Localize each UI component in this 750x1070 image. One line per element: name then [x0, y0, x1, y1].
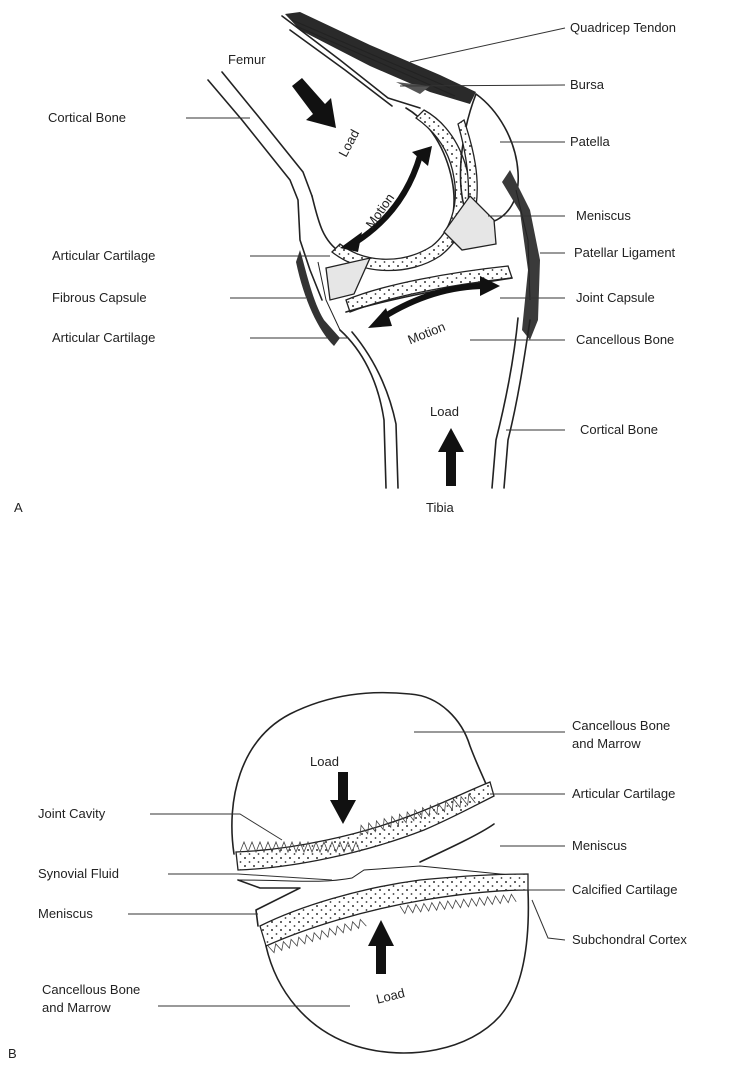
label-meniscus-b-left: Meniscus — [38, 906, 93, 921]
label-subchondral-cortex: Subchondral Cortex — [572, 932, 687, 947]
upper-articular-cartilage — [236, 782, 494, 870]
load-arrow-lower — [368, 920, 394, 974]
patellar-ligament-shape — [502, 170, 540, 340]
label-synovial-fluid: Synovial Fluid — [38, 866, 119, 881]
label-load-tibia: Load — [430, 404, 459, 419]
meniscus-right-shape — [420, 824, 494, 862]
label-patella: Patella — [570, 134, 611, 149]
label-fibrous-capsule: Fibrous Capsule — [52, 290, 147, 305]
label-meniscus-b-right: Meniscus — [572, 838, 627, 853]
label-cancellous-b-top-2: and Marrow — [572, 736, 641, 751]
label-tibia: Tibia — [426, 500, 454, 515]
label-cancellous-b-bottom-2: and Marrow — [42, 1000, 111, 1015]
label-joint-cavity: Joint Cavity — [38, 806, 106, 821]
label-articular-cartilage-b: Articular Cartilage — [572, 786, 675, 801]
label-femur: Femur — [228, 52, 266, 67]
label-cancellous-b-bottom-1: Cancellous Bone — [42, 982, 140, 997]
label-articular-cartilage-lower: Articular Cartilage — [52, 330, 155, 345]
label-cancellous-b-top-1: Cancellous Bone — [572, 718, 670, 733]
label-cortical-bone-left: Cortical Bone — [48, 110, 126, 125]
load-arrow-femur — [292, 78, 336, 128]
label-patellar-ligament: Patellar Ligament — [574, 245, 676, 260]
load-arrow-upper — [330, 772, 356, 824]
label-cancellous-bone-a: Cancellous Bone — [576, 332, 674, 347]
label-joint-capsule: Joint Capsule — [576, 290, 655, 305]
label-quadricep-tendon: Quadricep Tendon — [570, 20, 676, 35]
tibia-outline — [340, 278, 530, 488]
panel-a-letter: A — [14, 500, 23, 515]
label-meniscus-a: Meniscus — [576, 208, 631, 223]
load-arrow-tibia — [438, 428, 464, 486]
panel-b: Load Load Cancellous Bone and Marrow Art… — [8, 693, 687, 1061]
label-bursa: Bursa — [570, 77, 605, 92]
label-load-b-bottom: Load — [375, 985, 407, 1007]
label-calcified-cartilage: Calcified Cartilage — [572, 882, 678, 897]
upper-bone-outline — [232, 693, 486, 854]
label-cortical-bone-right: Cortical Bone — [580, 422, 658, 437]
panel-b-letter: B — [8, 1046, 17, 1061]
panel-a: Femur Load Motion Motion Load Tibia A Qu… — [14, 12, 676, 515]
label-load-femur: Load — [335, 127, 362, 160]
quadricep-tendon-shape — [285, 12, 476, 104]
label-load-b-top: Load — [310, 754, 339, 769]
label-articular-cartilage-upper: Articular Cartilage — [52, 248, 155, 263]
label-motion-lower: Motion — [405, 319, 447, 348]
lower-articular-cartilage — [260, 874, 528, 954]
